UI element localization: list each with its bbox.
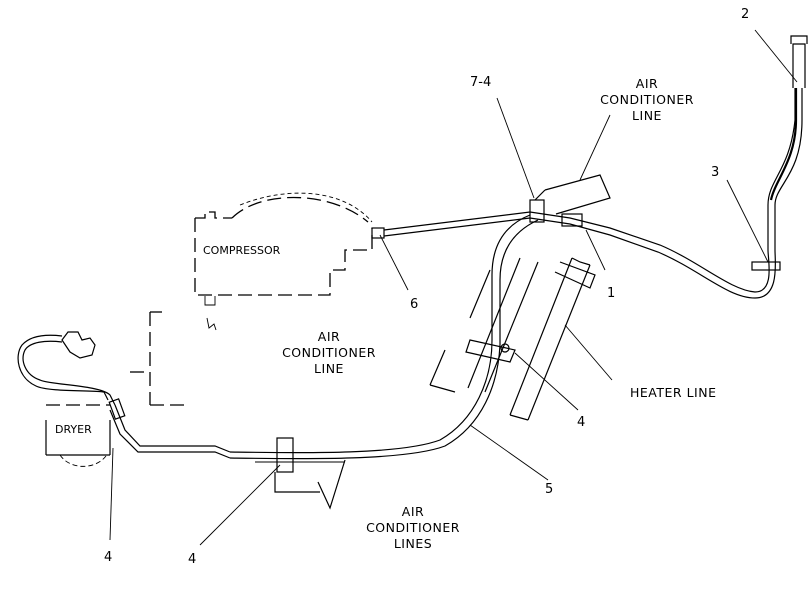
ac-line-main <box>17 35 808 460</box>
ac-line-top-1: AIR <box>636 76 658 91</box>
dryer-label: DRYER <box>55 423 92 436</box>
ac-line-upper <box>534 174 611 215</box>
callout-1: 1 <box>607 286 615 301</box>
heater-line-label: HEATER LINE <box>630 385 716 400</box>
ac-line-mid-2: CONDITIONER <box>282 345 376 360</box>
ac-lines-bot-2: CONDITIONER <box>366 520 460 535</box>
clamp-4-middle <box>465 339 516 363</box>
callout-2: 2 <box>741 7 749 22</box>
callout-4-left: 4 <box>104 550 112 565</box>
clamp-3 <box>751 261 781 271</box>
callout-6: 6 <box>410 297 418 312</box>
ac-lines-bot-3: LINES <box>394 536 432 551</box>
ac-line-mid-1: AIR <box>318 329 340 344</box>
callout-4-bottom: 4 <box>188 552 196 567</box>
ac-lines-label-bottom: AIR CONDITIONER LINES <box>366 504 460 551</box>
callout-5: 5 <box>545 482 553 497</box>
mount-bracket <box>130 311 185 406</box>
heater-line <box>429 257 596 421</box>
callout-4-middle: 4 <box>577 415 585 430</box>
ac-line-label-mid: AIR CONDITIONER LINE <box>282 329 376 376</box>
ac-lines-bot-1: AIR <box>402 504 424 519</box>
callout-7-4: 7-4 <box>470 75 491 90</box>
ac-line-top-3: LINE <box>632 108 662 123</box>
clamp-4-bottom <box>255 437 346 510</box>
ac-line-top-2: CONDITIONER <box>600 92 694 107</box>
ac-line-label-top: AIR CONDITIONER LINE <box>600 76 694 123</box>
ac-line-mid-3: LINE <box>314 361 344 376</box>
clip-7-4 <box>529 199 583 227</box>
dryer <box>45 331 111 467</box>
leader-lines <box>109 29 798 546</box>
compressor <box>194 192 385 331</box>
compressor-label: COMPRESSOR <box>203 244 281 257</box>
callout-3: 3 <box>711 165 719 180</box>
